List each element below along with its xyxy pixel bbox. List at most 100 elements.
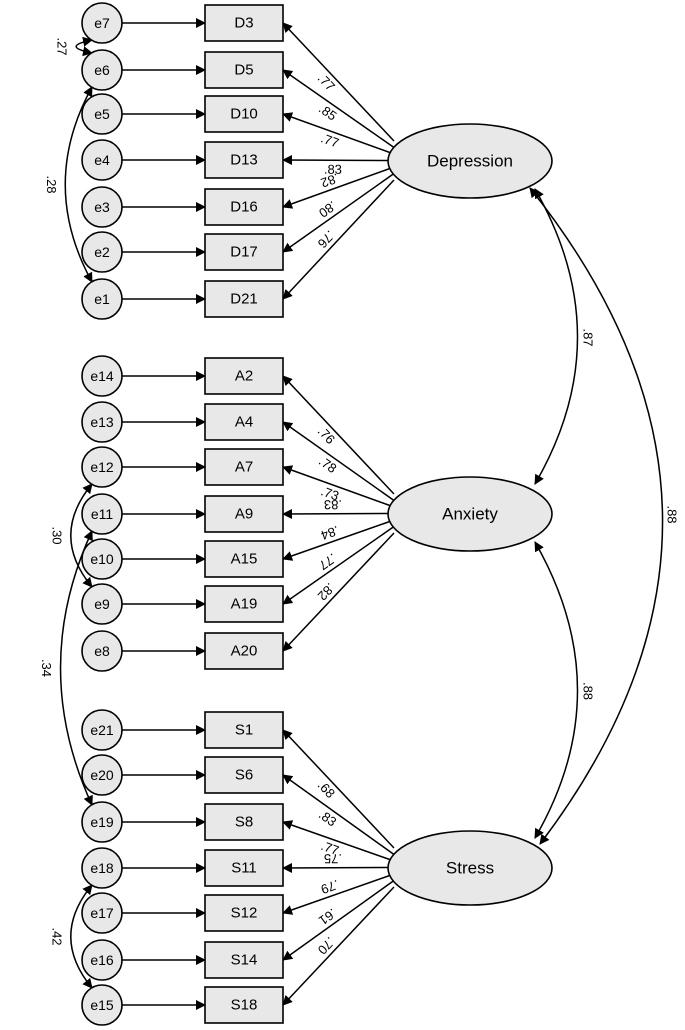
loading-value-s6: .83 <box>316 807 339 830</box>
indicator-box-a2 <box>204 357 284 395</box>
error-label-e18: e18 <box>90 860 114 876</box>
indicator-label-a4: A4 <box>235 414 253 431</box>
loading-arrow-a7 <box>282 465 395 508</box>
error-circle-e14 <box>81 355 123 397</box>
loading-arrow-d10 <box>282 112 395 155</box>
indicator-box-d17 <box>204 233 284 271</box>
indicator-box-s11 <box>204 849 284 887</box>
indicator-label-s11: S11 <box>231 860 257 877</box>
covariance-value-e18-e15: .42 <box>49 927 64 945</box>
loading-value-d5: .85 <box>316 101 339 124</box>
covariance-value-e7-e6: .27 <box>55 37 70 55</box>
loading-value-a20: .82 <box>315 580 338 603</box>
error-label-e7: e7 <box>94 15 110 31</box>
error-label-e15: e15 <box>90 997 114 1013</box>
indicator-box-d3 <box>204 4 284 42</box>
indicator-label-d13: D13 <box>230 152 258 169</box>
error-circle-e3 <box>81 186 123 228</box>
factor-ellipse-stress <box>387 830 553 906</box>
loading-value-a9: .83 <box>324 497 342 512</box>
indicator-box-s14 <box>204 941 284 979</box>
indicator-box-d16 <box>204 188 284 226</box>
loading-value-s8: .77 <box>319 838 341 858</box>
error-label-e4: e4 <box>94 152 110 168</box>
indicator-box-a7 <box>204 448 284 486</box>
indicator-box-a20 <box>204 632 284 670</box>
error-label-e10: e10 <box>90 551 114 567</box>
loading-value-d16: .82 <box>319 170 341 190</box>
error-covariance-e18-e15 <box>70 884 93 989</box>
loading-arrow-s1 <box>282 729 395 849</box>
loading-value-s11: .75 <box>324 851 342 866</box>
indicator-label-s1: S1 <box>235 722 253 739</box>
error-label-e14: e14 <box>90 368 114 384</box>
loading-value-s14: .61 <box>316 906 339 929</box>
indicator-label-s14: S14 <box>231 952 258 969</box>
loading-value-a15: .84 <box>319 523 341 543</box>
loading-value-s12: .79 <box>319 877 341 897</box>
indicator-box-d5 <box>204 51 284 89</box>
factor-label-anxiety: Anxiety <box>442 505 498 524</box>
factor-ellipse-depression <box>387 123 553 199</box>
indicator-label-d3: D3 <box>234 15 253 32</box>
error-label-e11: e11 <box>91 506 114 522</box>
error-circle-e4 <box>81 139 123 181</box>
indicator-label-s8: S8 <box>235 814 253 831</box>
loading-value-d21: .76 <box>315 228 338 251</box>
indicator-label-d5: D5 <box>234 62 253 79</box>
indicator-box-s12 <box>204 894 284 932</box>
indicator-label-s18: S18 <box>231 997 258 1014</box>
correlation-value-dep-str: .88 <box>665 505 680 523</box>
error-circle-e11 <box>81 493 123 535</box>
factor-label-stress: Stress <box>446 859 494 878</box>
error-label-e13: e13 <box>90 414 114 430</box>
error-circle-e19 <box>81 801 123 843</box>
loading-value-a7: .73 <box>319 483 341 503</box>
loading-arrow-d3 <box>282 22 395 142</box>
factor-correlation-dep-str <box>529 187 664 845</box>
indicator-label-a9: A9 <box>235 506 253 523</box>
error-label-e20: e20 <box>90 767 114 783</box>
error-circle-e16 <box>81 939 123 981</box>
error-circle-e2 <box>81 231 123 273</box>
error-covariance-e11-e19 <box>59 530 93 806</box>
factor-label-depression: Depression <box>427 152 513 171</box>
error-label-e21: e21 <box>90 722 114 738</box>
loading-arrow-a19 <box>282 525 395 605</box>
correlation-value-anx-str: .88 <box>581 682 596 700</box>
indicator-label-d10: D10 <box>230 106 258 123</box>
error-label-e6: e6 <box>94 62 110 78</box>
loading-value-d17: .80 <box>316 198 339 221</box>
diagram-nodes <box>81 2 553 1026</box>
loading-arrow-d21 <box>282 179 395 300</box>
error-label-e5: e5 <box>94 106 110 122</box>
indicator-box-a4 <box>204 403 284 441</box>
indicator-box-d13 <box>204 141 284 179</box>
indicator-label-a7: A7 <box>235 459 253 476</box>
error-label-e2: e2 <box>94 244 110 260</box>
error-covariance-e7-e6 <box>75 36 93 57</box>
covariance-value-e12-e9: .30 <box>49 526 64 544</box>
error-label-e19: e19 <box>90 814 114 830</box>
indicator-box-s8 <box>204 803 284 841</box>
factor-correlation-anx-str <box>534 541 579 839</box>
error-circle-e18 <box>81 847 123 889</box>
error-circle-e1 <box>81 278 123 320</box>
error-label-e8: e8 <box>94 643 110 659</box>
indicator-box-d10 <box>204 95 284 133</box>
loading-arrow-d16 <box>282 166 395 209</box>
error-covariance-e6-e1 <box>64 86 93 283</box>
path-lines <box>59 18 664 1010</box>
indicator-box-s1 <box>204 711 284 749</box>
indicator-label-d17: D17 <box>230 244 258 261</box>
error-circle-e5 <box>81 93 123 135</box>
error-circle-e17 <box>81 892 123 934</box>
loading-arrow-s14 <box>282 879 395 961</box>
indicator-box-a15 <box>204 540 284 578</box>
factor-correlation-dep-anx <box>534 188 579 485</box>
error-label-e12: e12 <box>90 459 114 475</box>
loading-arrow-a15 <box>282 519 395 561</box>
loading-arrow-a20 <box>282 532 395 652</box>
